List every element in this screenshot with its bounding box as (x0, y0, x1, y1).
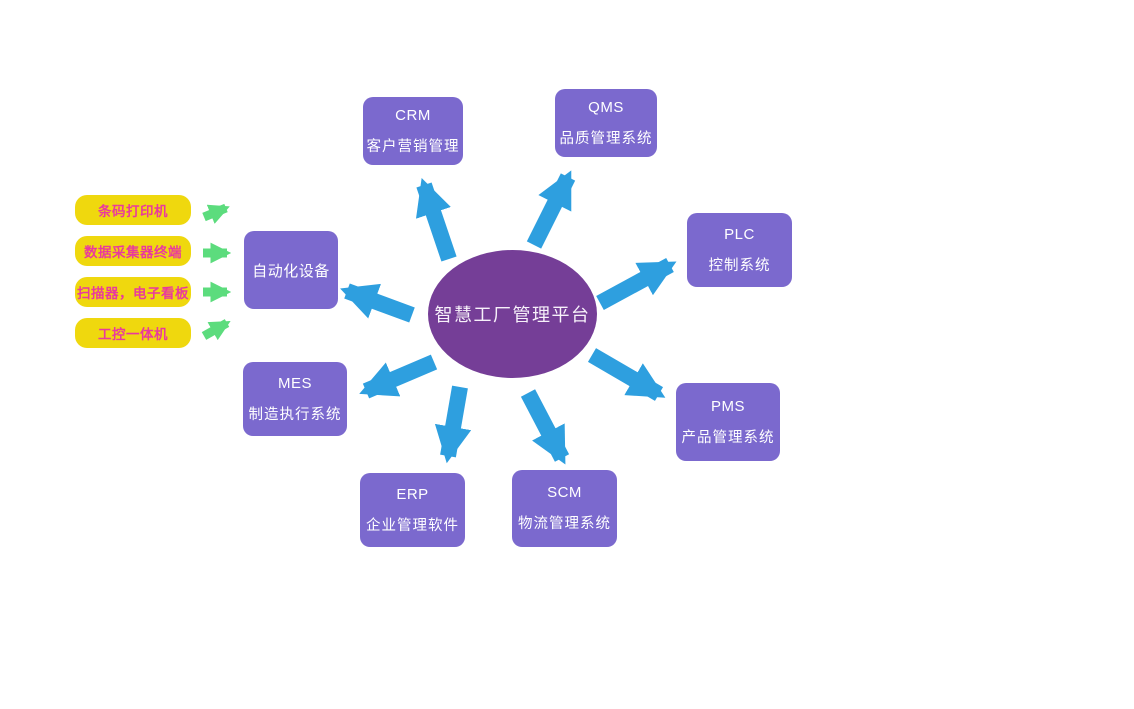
node-erp-subtitle: 企业管理软件 (366, 517, 459, 534)
arrow-center-to-automation (340, 283, 415, 323)
node-crm[interactable]: CRM 客户营销管理 (363, 97, 463, 165)
center-platform-label: 智慧工厂管理平台 (434, 305, 591, 325)
arrow-center-to-scm (520, 389, 570, 465)
input-industrial-pc-label: 工控一体机 (98, 327, 168, 342)
node-pms-subtitle: 产品管理系统 (681, 429, 775, 446)
node-scm-subtitle: 物流管理系统 (518, 516, 611, 532)
input-barcode-printer-label: 条码打印机 (98, 204, 168, 219)
arrow-center-to-erp (434, 385, 472, 464)
arrow-industrial-pc-to-automation (201, 319, 231, 341)
node-scm[interactable]: SCM 物流管理系统 (512, 470, 617, 547)
arrow-center-to-pms (587, 348, 666, 401)
node-erp-title: ERP (396, 485, 429, 503)
node-qms-title: QMS (588, 98, 624, 116)
node-crm-subtitle: 客户营销管理 (366, 138, 460, 155)
input-barcode-printer[interactable]: 条码打印机 (75, 195, 191, 225)
arrow-barcode-printer-to-automation (202, 203, 230, 224)
node-pms-title: PMS (710, 397, 745, 415)
node-automation-title: 自动化设备 (252, 262, 330, 280)
node-qms-subtitle: 品质管理系统 (559, 130, 653, 147)
node-plc[interactable]: PLC 控制系统 (687, 213, 792, 287)
node-qms[interactable]: QMS 品质管理系统 (555, 89, 657, 157)
input-scanner-e-kanban-label: 扫描器，电子看板 (77, 286, 189, 301)
node-automation[interactable]: 自动化设备 (244, 231, 338, 309)
node-crm-title: CRM (395, 106, 431, 124)
node-pms[interactable]: PMS 产品管理系统 (676, 383, 780, 461)
input-industrial-pc[interactable]: 工控一体机 (75, 318, 191, 348)
node-mes[interactable]: MES 制造执行系统 (243, 362, 347, 436)
arrow-center-to-plc (596, 257, 677, 311)
arrow-center-to-mes (359, 354, 438, 399)
center-platform-node[interactable]: 智慧工厂管理平台 (428, 250, 597, 378)
node-erp[interactable]: ERP 企业管理软件 (360, 473, 465, 547)
arrow-center-to-qms (526, 170, 576, 249)
input-scanner-e-kanban[interactable]: 扫描器，电子看板 (75, 277, 191, 307)
arrow-center-to-crm (415, 178, 457, 262)
node-plc-subtitle: 控制系统 (708, 257, 771, 274)
node-scm-title: SCM (547, 484, 582, 501)
node-mes-subtitle: 制造执行系统 (248, 406, 342, 423)
input-data-collector-terminal[interactable]: 数据采集器终端 (75, 236, 191, 266)
node-plc-title: PLC (724, 225, 755, 243)
node-mes-title: MES (277, 374, 312, 392)
input-data-collector-terminal-label: 数据采集器终端 (84, 245, 182, 260)
